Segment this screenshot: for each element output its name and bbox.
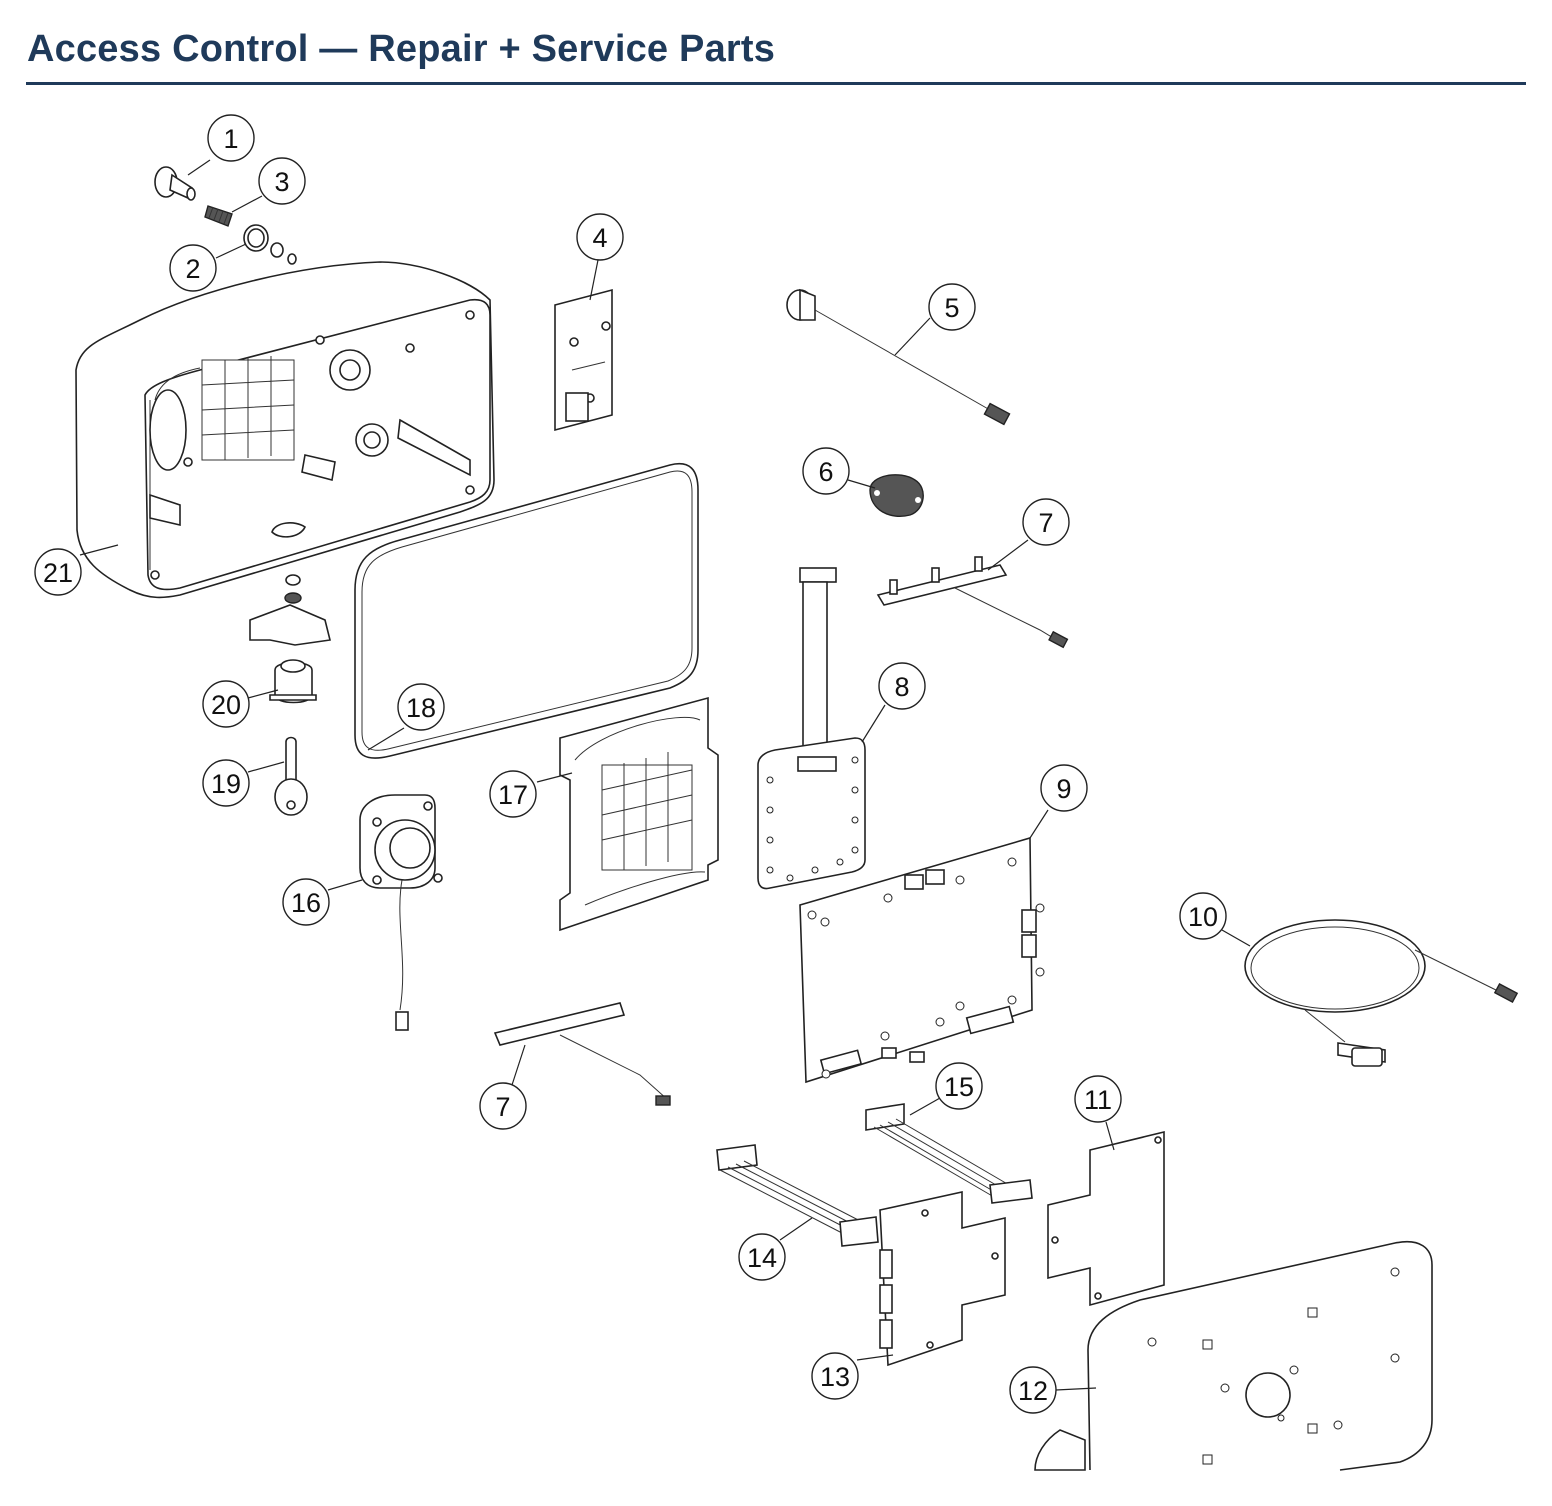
part-9-main-pcb — [799, 836, 1045, 1084]
part-1-pin — [154, 166, 196, 201]
callout-label: 14 — [747, 1243, 777, 1273]
part-19-key — [274, 736, 308, 816]
leader-lines — [79, 159, 1251, 1391]
callout-6: 6 — [802, 447, 850, 495]
callout-21: 21 — [34, 548, 82, 596]
callout-label: 13 — [820, 1362, 850, 1392]
callout-label: 5 — [944, 293, 959, 323]
callout-10: 10 — [1179, 892, 1227, 940]
part-7-flex-strip-lower — [493, 1002, 671, 1106]
callout-12: 12 — [1009, 1366, 1057, 1414]
callout-label: 15 — [944, 1072, 974, 1102]
page-title: Access Control — Repair + Service Parts — [27, 28, 776, 70]
callout-8: 8 — [878, 662, 926, 710]
part-4-small-board — [554, 288, 613, 432]
callout-label: 17 — [498, 780, 528, 810]
callout-20: 20 — [202, 680, 250, 728]
callout-label: 19 — [211, 769, 241, 799]
callout-7-upper: 7 — [1022, 498, 1070, 546]
part-5-sensor-cable — [786, 288, 1011, 426]
callout-label: 2 — [185, 254, 200, 284]
callout-label: 7 — [1038, 508, 1053, 538]
part-2-retaining-rings — [243, 224, 297, 265]
part-6-pad — [869, 474, 924, 517]
callout-label: 20 — [211, 690, 241, 720]
callout-18: 18 — [397, 683, 445, 731]
callout-17: 17 — [489, 770, 537, 818]
callout-9: 9 — [1040, 764, 1088, 812]
part-13-io-board — [879, 1191, 1006, 1367]
callout-label: 16 — [291, 888, 321, 918]
part-11-board — [1047, 1130, 1165, 1307]
callout-1: 1 — [207, 114, 255, 162]
callout-15: 15 — [935, 1062, 983, 1110]
part-3-spring — [204, 205, 233, 227]
callout-19: 19 — [202, 759, 250, 807]
callout-label: 8 — [894, 672, 909, 702]
callout-label: 11 — [1084, 1085, 1112, 1115]
callout-label: 18 — [406, 693, 436, 723]
callout-label: 4 — [592, 223, 607, 253]
part-15-ribbon-cable — [865, 1103, 1033, 1204]
part-21-housing — [75, 261, 495, 599]
part-20-latch — [249, 574, 331, 704]
part-14-ribbon-cable — [716, 1144, 879, 1247]
callout-14: 14 — [738, 1233, 786, 1281]
part-7-sensor-bar-upper — [876, 556, 1069, 649]
callout-11: 11 — [1074, 1075, 1122, 1123]
callout-13: 13 — [811, 1352, 859, 1400]
part-17-keypad — [559, 696, 719, 932]
callout-label: 1 — [223, 124, 238, 154]
part-8-display-assembly — [757, 567, 866, 890]
part-16-speaker — [359, 794, 443, 1031]
part-18-gasket — [354, 463, 699, 759]
callout-5: 5 — [928, 283, 976, 331]
callout-label: 21 — [43, 558, 73, 588]
title-divider — [26, 82, 1526, 85]
callout-label: 3 — [274, 167, 289, 197]
callout-label: 7 — [495, 1092, 510, 1122]
callout-16: 16 — [282, 878, 330, 926]
part-12-back-plate — [1034, 1241, 1433, 1471]
callout-7-lower: 7 — [479, 1082, 527, 1130]
callout-label: 9 — [1056, 774, 1071, 804]
callout-2: 2 — [169, 244, 217, 292]
callout-label: 10 — [1188, 902, 1218, 932]
callout-4: 4 — [576, 213, 624, 261]
callout-label: 6 — [818, 457, 833, 487]
callout-3: 3 — [258, 157, 306, 205]
part-10-coil-cable — [1244, 919, 1519, 1067]
callout-label: 12 — [1018, 1376, 1048, 1406]
